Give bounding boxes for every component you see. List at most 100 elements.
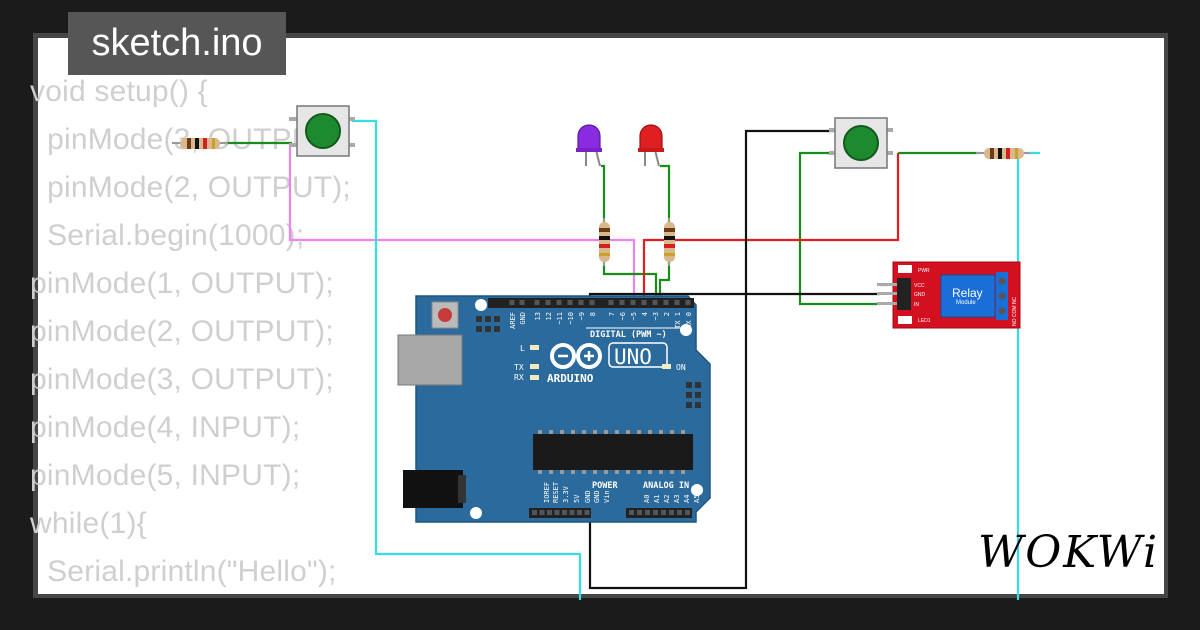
code-line: void setup() {: [30, 75, 208, 108]
pin-label: Vin: [603, 490, 611, 503]
pin-label: ~3: [652, 312, 660, 320]
header-pin[interactable]: [562, 510, 567, 515]
pin-label: 13: [534, 312, 542, 320]
header-pin[interactable]: [539, 510, 545, 515]
usb-port: [397, 334, 463, 386]
board-model: UNO: [614, 345, 652, 369]
pin-label: 2: [663, 312, 671, 316]
led-l-label: L: [520, 344, 525, 353]
pin-label: A2: [663, 495, 671, 503]
power-header: [529, 508, 591, 518]
pin-label: 3.3V: [562, 485, 570, 503]
relay-module[interactable]: PWR LED1 VCC GND IN Relay Module NO COM …: [877, 261, 1021, 329]
wire-green-led2: [658, 164, 671, 300]
pin-label: A0: [643, 495, 651, 503]
pin-label: A5: [693, 495, 701, 503]
wire-red: [642, 153, 900, 300]
power-label: POWER: [592, 481, 618, 491]
header-pin[interactable]: [519, 300, 525, 305]
pin-label: RX 0: [685, 312, 693, 329]
relay-title: Relay: [952, 286, 983, 300]
header-pin[interactable]: [652, 300, 658, 305]
header-pin[interactable]: [629, 510, 634, 515]
pin-label: 8: [589, 312, 597, 316]
board-brand: ARDUINO: [547, 372, 594, 385]
code-preview: void setup() { pinMode(3, OUTPUT); pinMo…: [30, 68, 351, 596]
arduino-logo: [550, 343, 602, 369]
header-pin[interactable]: [645, 510, 650, 515]
pin-label: A1: [653, 495, 661, 503]
pin-label: A4: [683, 495, 691, 503]
pin-label: A3: [673, 495, 681, 503]
analog-header: [626, 508, 692, 518]
code-line: Serial.begin(1000);: [30, 219, 305, 252]
header-pin[interactable]: [669, 510, 674, 515]
pin-label: GND: [584, 490, 592, 503]
header-pin[interactable]: [677, 510, 682, 515]
resistor-led-red[interactable]: [664, 218, 675, 266]
header-pin[interactable]: [641, 300, 647, 305]
led-on-label: ON: [676, 363, 686, 372]
resistor-right[interactable]: [976, 148, 1030, 159]
header-pin[interactable]: [630, 300, 636, 305]
header-pin[interactable]: [589, 300, 595, 305]
header-pin[interactable]: [569, 510, 575, 515]
led-red[interactable]: [638, 124, 664, 167]
header-pin[interactable]: [685, 510, 690, 515]
wokwi-logo: WOKWi: [978, 527, 1159, 578]
pin-label: AREF: [509, 312, 517, 329]
pin-label: 5V: [573, 494, 581, 503]
relay-subtitle: Module: [956, 300, 976, 306]
header-pin[interactable]: [653, 510, 658, 515]
code-line: while(1){: [30, 507, 147, 540]
header-pin[interactable]: [532, 510, 537, 515]
code-line: pinMode(1, OUTPUT);: [30, 267, 334, 300]
header-pin[interactable]: [578, 300, 584, 305]
header-pin[interactable]: [663, 300, 669, 305]
header-pin[interactable]: [556, 300, 562, 305]
header-pin[interactable]: [534, 300, 540, 305]
relay-pin-vcc: VCC: [914, 283, 925, 289]
header-pin[interactable]: [661, 510, 666, 515]
header-pin[interactable]: [567, 300, 573, 305]
pin-label: IOREF: [543, 482, 551, 503]
header-pin[interactable]: [637, 510, 642, 515]
led-tx-label: TX: [514, 363, 524, 372]
relay-pwr: PWR: [918, 268, 930, 274]
header-pin[interactable]: [554, 510, 560, 515]
header-pin[interactable]: [545, 300, 551, 305]
pin-label: ~5: [630, 312, 638, 320]
wire-cyan-left: [352, 119, 582, 600]
pin-label: GND: [593, 490, 601, 503]
code-line: pinMode(5, INPUT);: [30, 459, 301, 492]
pin-label: ~6: [619, 312, 627, 320]
pin-label: 7: [608, 312, 616, 316]
header-pin[interactable]: [674, 300, 680, 305]
header-pin[interactable]: [584, 510, 590, 515]
header-pin[interactable]: [685, 300, 691, 305]
resistor-led-purple[interactable]: [599, 218, 610, 266]
header-pin[interactable]: [608, 300, 614, 305]
wires: [224, 119, 1040, 600]
pin-label: RESET: [552, 481, 560, 503]
relay-pin-in: IN: [914, 302, 919, 308]
wire-pink: [288, 141, 636, 300]
file-title: sketch.ino: [68, 12, 286, 75]
header-pin[interactable]: [577, 510, 582, 515]
wire-green-relay: [798, 151, 880, 306]
relay-led1: LED1: [918, 318, 931, 324]
pushbutton-right[interactable]: [829, 117, 893, 169]
led-purple[interactable]: [576, 124, 602, 167]
header-pin[interactable]: [619, 300, 625, 305]
wire-black-1: [588, 129, 880, 590]
pushbutton-left[interactable]: [289, 105, 355, 157]
code-line: pinMode(4, INPUT);: [30, 411, 301, 444]
header-pin[interactable]: [547, 510, 552, 515]
relay-side-labels: NO COM NC: [1012, 296, 1018, 326]
resistor-left[interactable]: [172, 138, 228, 149]
pin-label: GND: [519, 312, 527, 325]
analog-label: ANALOG IN: [643, 481, 689, 491]
header-pin[interactable]: [509, 300, 515, 305]
